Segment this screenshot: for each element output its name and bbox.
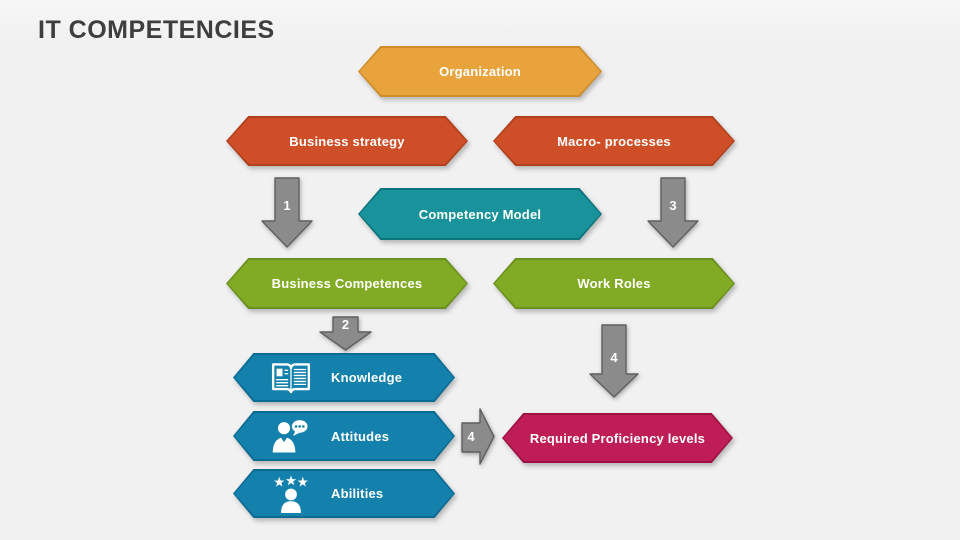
node-macro-processes: Macro- processes: [493, 116, 735, 166]
arrow-down-step-4: 4: [589, 324, 639, 399]
node-abilities: Abilities: [233, 469, 455, 518]
node-required-proficiency-levels: Required Proficiency levels: [502, 413, 733, 463]
node-label: Organization: [439, 64, 521, 79]
node-label: Competency Model: [418, 206, 542, 222]
node-knowledge: Knowledge: [233, 353, 455, 402]
node-label: Knowledge: [331, 370, 403, 385]
down-arrow-icon: [589, 324, 639, 398]
page-title: IT COMPETENCIES: [38, 16, 275, 44]
node-label: Work Roles: [577, 276, 651, 291]
arrow-step-number: 4: [610, 350, 618, 365]
arrow-step-number: 2: [341, 317, 350, 332]
person-three-stars-icon: [269, 474, 313, 513]
node-label: Required Proficiency levels: [529, 430, 706, 446]
arrow-step-number: 1: [283, 198, 291, 213]
node-business-competences: Business Competences: [226, 258, 468, 309]
node-label: Macro- processes: [557, 133, 671, 149]
down-arrow-icon: [261, 177, 313, 248]
node-attitudes: Attitudes: [233, 411, 455, 461]
person-speech-bubble-icon: [269, 418, 313, 454]
arrow-step-number: 3: [669, 198, 677, 213]
node-work-roles: Work Roles: [493, 258, 735, 309]
open-book-icon: [269, 361, 313, 395]
node-label: Abilities: [331, 486, 384, 501]
node-business-strategy: Business strategy: [226, 116, 468, 166]
right-arrow-icon: [461, 408, 495, 465]
arrow-right-step-4: 4: [461, 407, 495, 466]
arrow-step-number: 4: [467, 429, 475, 444]
arrow-down-step-1: 1: [261, 177, 313, 248]
node-organization: Organization: [358, 46, 602, 97]
down-arrow-icon: [647, 177, 699, 248]
node-competency-model: Competency Model: [358, 188, 602, 240]
node-label: Business strategy: [289, 133, 405, 149]
down-arrow-icon: [319, 316, 372, 351]
node-label: Business Competences: [271, 276, 423, 291]
arrow-down-step-3: 3: [647, 177, 699, 248]
arrow-down-step-2: 2: [319, 316, 372, 352]
node-label: Attitudes: [331, 428, 390, 444]
